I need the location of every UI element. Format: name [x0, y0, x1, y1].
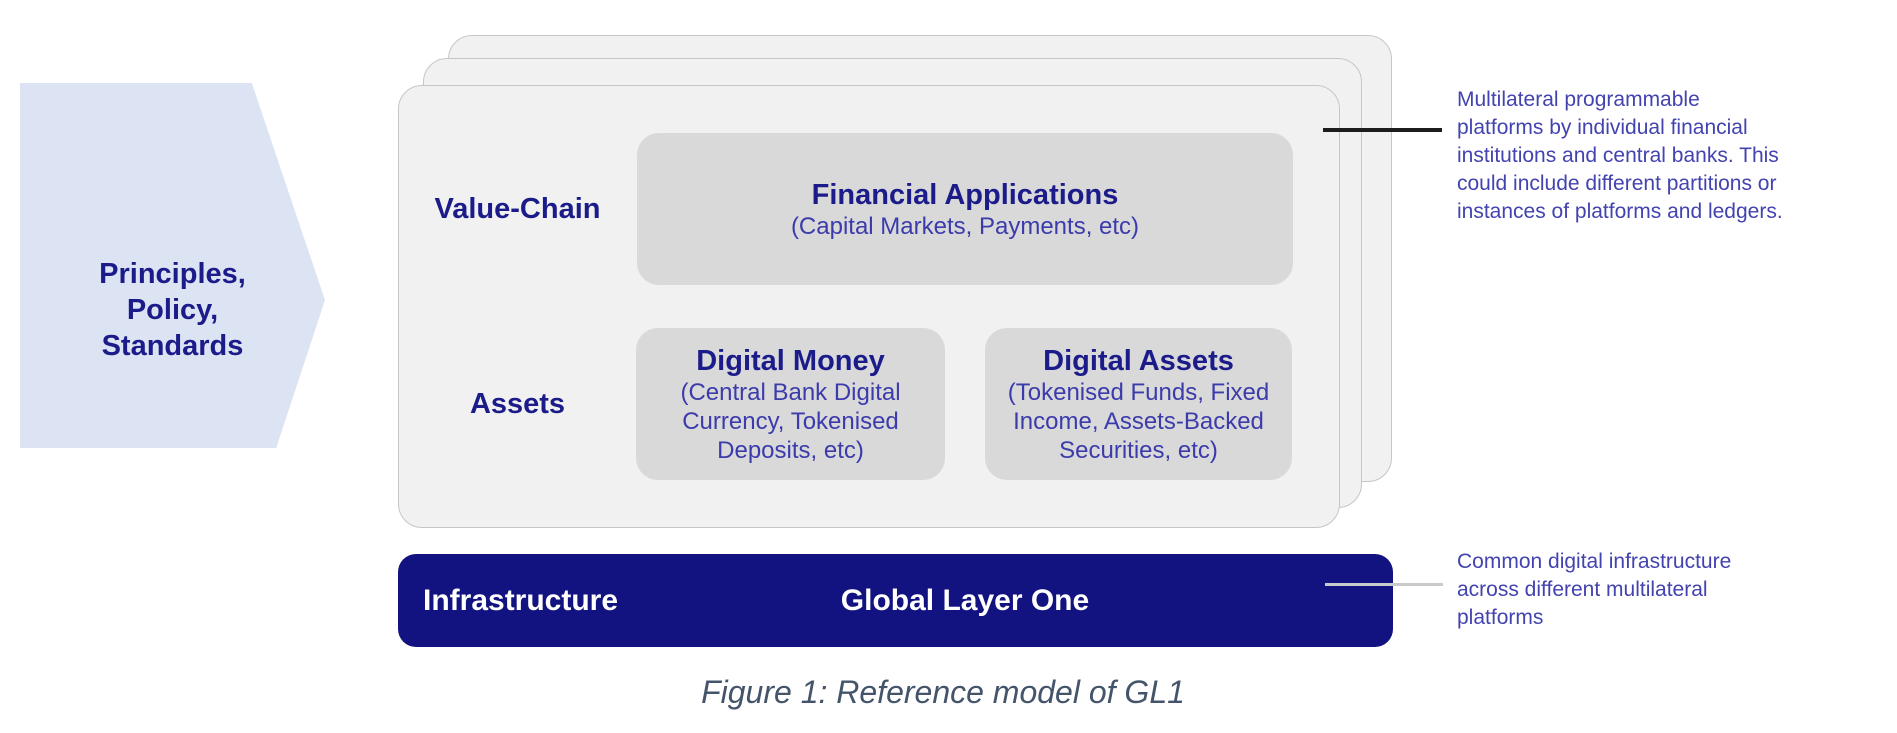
digital-assets-box: Digital Assets (Tokenised Funds, Fixed I… — [985, 328, 1292, 480]
common-infrastructure-annotation: Common digital infrastructure across dif… — [1457, 548, 1897, 632]
platforms-annotation: Multilateral programmable platforms by i… — [1457, 86, 1897, 226]
digital-assets-subtitle-line: Income, Assets-Backed — [1013, 407, 1264, 435]
financial-applications-subtitle: (Capital Markets, Payments, etc) — [790, 212, 1140, 240]
financial-applications-title: Financial Applications — [811, 178, 1119, 211]
figure-caption: Figure 1: Reference model of GL1 — [701, 674, 1185, 710]
platforms-annotation-line: instances of platforms and ledgers. — [1457, 200, 1783, 223]
platforms-annotation-line: platforms by individual financial — [1457, 116, 1748, 139]
digital-assets-subtitle-line: Securities, etc) — [1059, 436, 1218, 464]
platforms-annotation-line: institutions and central banks. This — [1457, 144, 1779, 167]
digital-assets-title: Digital Assets — [1043, 344, 1234, 377]
common-infrastructure-annotation-line: platforms — [1457, 606, 1544, 629]
platforms-annotation-connector-line — [1323, 128, 1442, 132]
digital-money-subtitle-line: Currency, Tokenised — [682, 407, 899, 435]
global-layer-one-title: Global Layer One — [840, 583, 1090, 617]
infrastructure-annotation-connector-line — [1325, 583, 1443, 586]
common-infrastructure-annotation-line: Common digital infrastructure — [1457, 550, 1732, 573]
arrow-label-line: Policy, — [126, 293, 219, 326]
global-layer-one-bar: Infrastructure Global Layer One — [398, 554, 1393, 647]
digital-money-box: Digital Money (Central Bank Digital Curr… — [636, 328, 945, 480]
arrow-label-line: Standards — [101, 329, 244, 362]
platforms-annotation-line: Multilateral programmable — [1457, 88, 1700, 111]
row-label-value-chain: Value-Chain — [434, 192, 601, 225]
principles-policy-standards-arrow: Principles, Policy, Standards — [20, 83, 325, 448]
row-label-infrastructure: Infrastructure — [423, 583, 619, 617]
platforms-annotation-line: could include different partitions or — [1457, 172, 1777, 195]
row-label-assets: Assets — [469, 387, 566, 420]
common-infrastructure-annotation-line: across different multilateral — [1457, 578, 1708, 601]
arrow-label-line: Principles, — [99, 257, 246, 290]
digital-money-subtitle-line: (Central Bank Digital — [680, 378, 901, 406]
digital-money-title: Digital Money — [696, 344, 885, 377]
digital-money-subtitle-line: Deposits, etc) — [717, 436, 864, 464]
digital-assets-subtitle-line: (Tokenised Funds, Fixed — [1007, 378, 1270, 406]
financial-applications-box: Financial Applications (Capital Markets,… — [637, 133, 1293, 285]
